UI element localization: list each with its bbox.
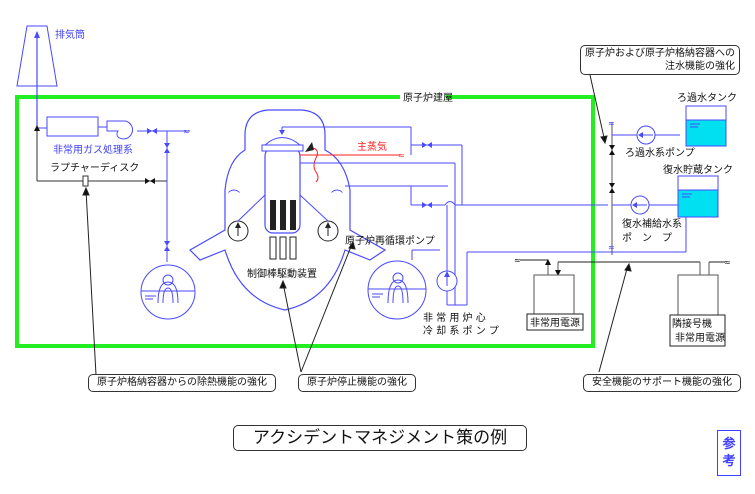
callout-heat-removal: 原子炉格納容器からの除熱機能の強化: [88, 374, 276, 392]
fuel-assemblies: [270, 200, 296, 230]
callout-safety-support: 安全機能のサポート機能の強化: [583, 374, 741, 392]
control-rod-drives: [269, 236, 297, 260]
svg-text:≈: ≈: [608, 243, 615, 252]
callout-leaders: [82, 74, 632, 376]
callout-safety-support-text: 安全機能のサポート機能の強化: [592, 377, 732, 388]
callout-shutdown: 原子炉停止機能の強化: [298, 374, 416, 392]
svg-text:⌒: ⌒: [331, 189, 343, 203]
callout-heat-removal-text: 原子炉格納容器からの除熱機能の強化: [97, 377, 267, 388]
svg-text:≈: ≈: [398, 151, 405, 160]
svg-text:⌒: ⌒: [228, 189, 240, 203]
suppression-pool-left: [140, 264, 196, 320]
svg-text:≈: ≈: [608, 119, 615, 128]
callout-water-injection: 原子炉および原子炉格納容器への 注水機能の強化: [580, 45, 740, 75]
emergency-power-unit: [533, 274, 575, 316]
page-title: アクシデントマネジメント策の例: [233, 425, 527, 451]
callout-water-injection-line1: 原子炉および原子炉格納容器への: [585, 48, 735, 59]
crd-label: 制御棒駆動装置: [247, 267, 317, 280]
makeup-pump-label-1: 復水補給水系: [622, 217, 682, 230]
callout-water-injection-line2: 注水機能の強化: [665, 61, 735, 72]
reactor-building-frame: [15, 95, 595, 348]
callout-shutdown-text: 原子炉停止機能の強化: [307, 377, 407, 388]
makeup-pump-label-2: ポ ン プ: [622, 232, 672, 244]
reference-badge: 参 考: [717, 430, 741, 476]
exhaust-stack-label: 排気筒: [55, 28, 85, 41]
gas-blower-icon: [106, 120, 133, 140]
reactor-building-label: 原子炉建屋: [403, 91, 453, 104]
exhaust-arrow-icon: [34, 31, 40, 38]
containment-vessel: [189, 109, 387, 311]
gas-valve-icon: [147, 128, 157, 134]
neighbor-power-label-2: 非常用電源: [675, 331, 725, 344]
eccs-pump-label-1: 非 常 用 炉 心: [423, 311, 486, 324]
suppression-pool-right: [367, 260, 427, 320]
main-steam-label: 主蒸気: [357, 140, 387, 153]
svg-text:≈: ≈: [724, 258, 731, 267]
emergency-power-label: 非常用電源: [530, 316, 580, 329]
filtered-water-tank-label: ろ過水タンク: [677, 92, 737, 104]
filtered-water-pump-label: ろ過水系ポンプ: [625, 147, 695, 159]
recirc-pump-label: 原子炉再循環ポンプ: [345, 234, 435, 247]
exhaust-stack: [16, 25, 58, 87]
reference-badge-char-2: 考: [722, 454, 736, 469]
svg-text:≈: ≈: [183, 127, 190, 136]
gas-treatment-label: 非常用ガス処理系: [53, 143, 133, 156]
svg-text:≈: ≈: [514, 256, 521, 265]
gas-filter-unit: [46, 116, 99, 137]
neighbor-power-unit: [677, 274, 719, 316]
safety-valve-icon: [305, 142, 314, 152]
rupture-disk-label: ラプチャーディスク: [50, 161, 139, 174]
rupture-disk-icon: [82, 175, 89, 187]
neighbor-power-label-1: 隣接号機: [672, 317, 712, 330]
rupture-valve-icon: [145, 178, 155, 184]
condensate-tank-label: 復水貯蔵タンク: [663, 163, 733, 176]
eccs-pump-label-2: 冷 却 系 ポ ン プ: [423, 324, 499, 337]
reference-badge-char-1: 参: [722, 437, 736, 452]
